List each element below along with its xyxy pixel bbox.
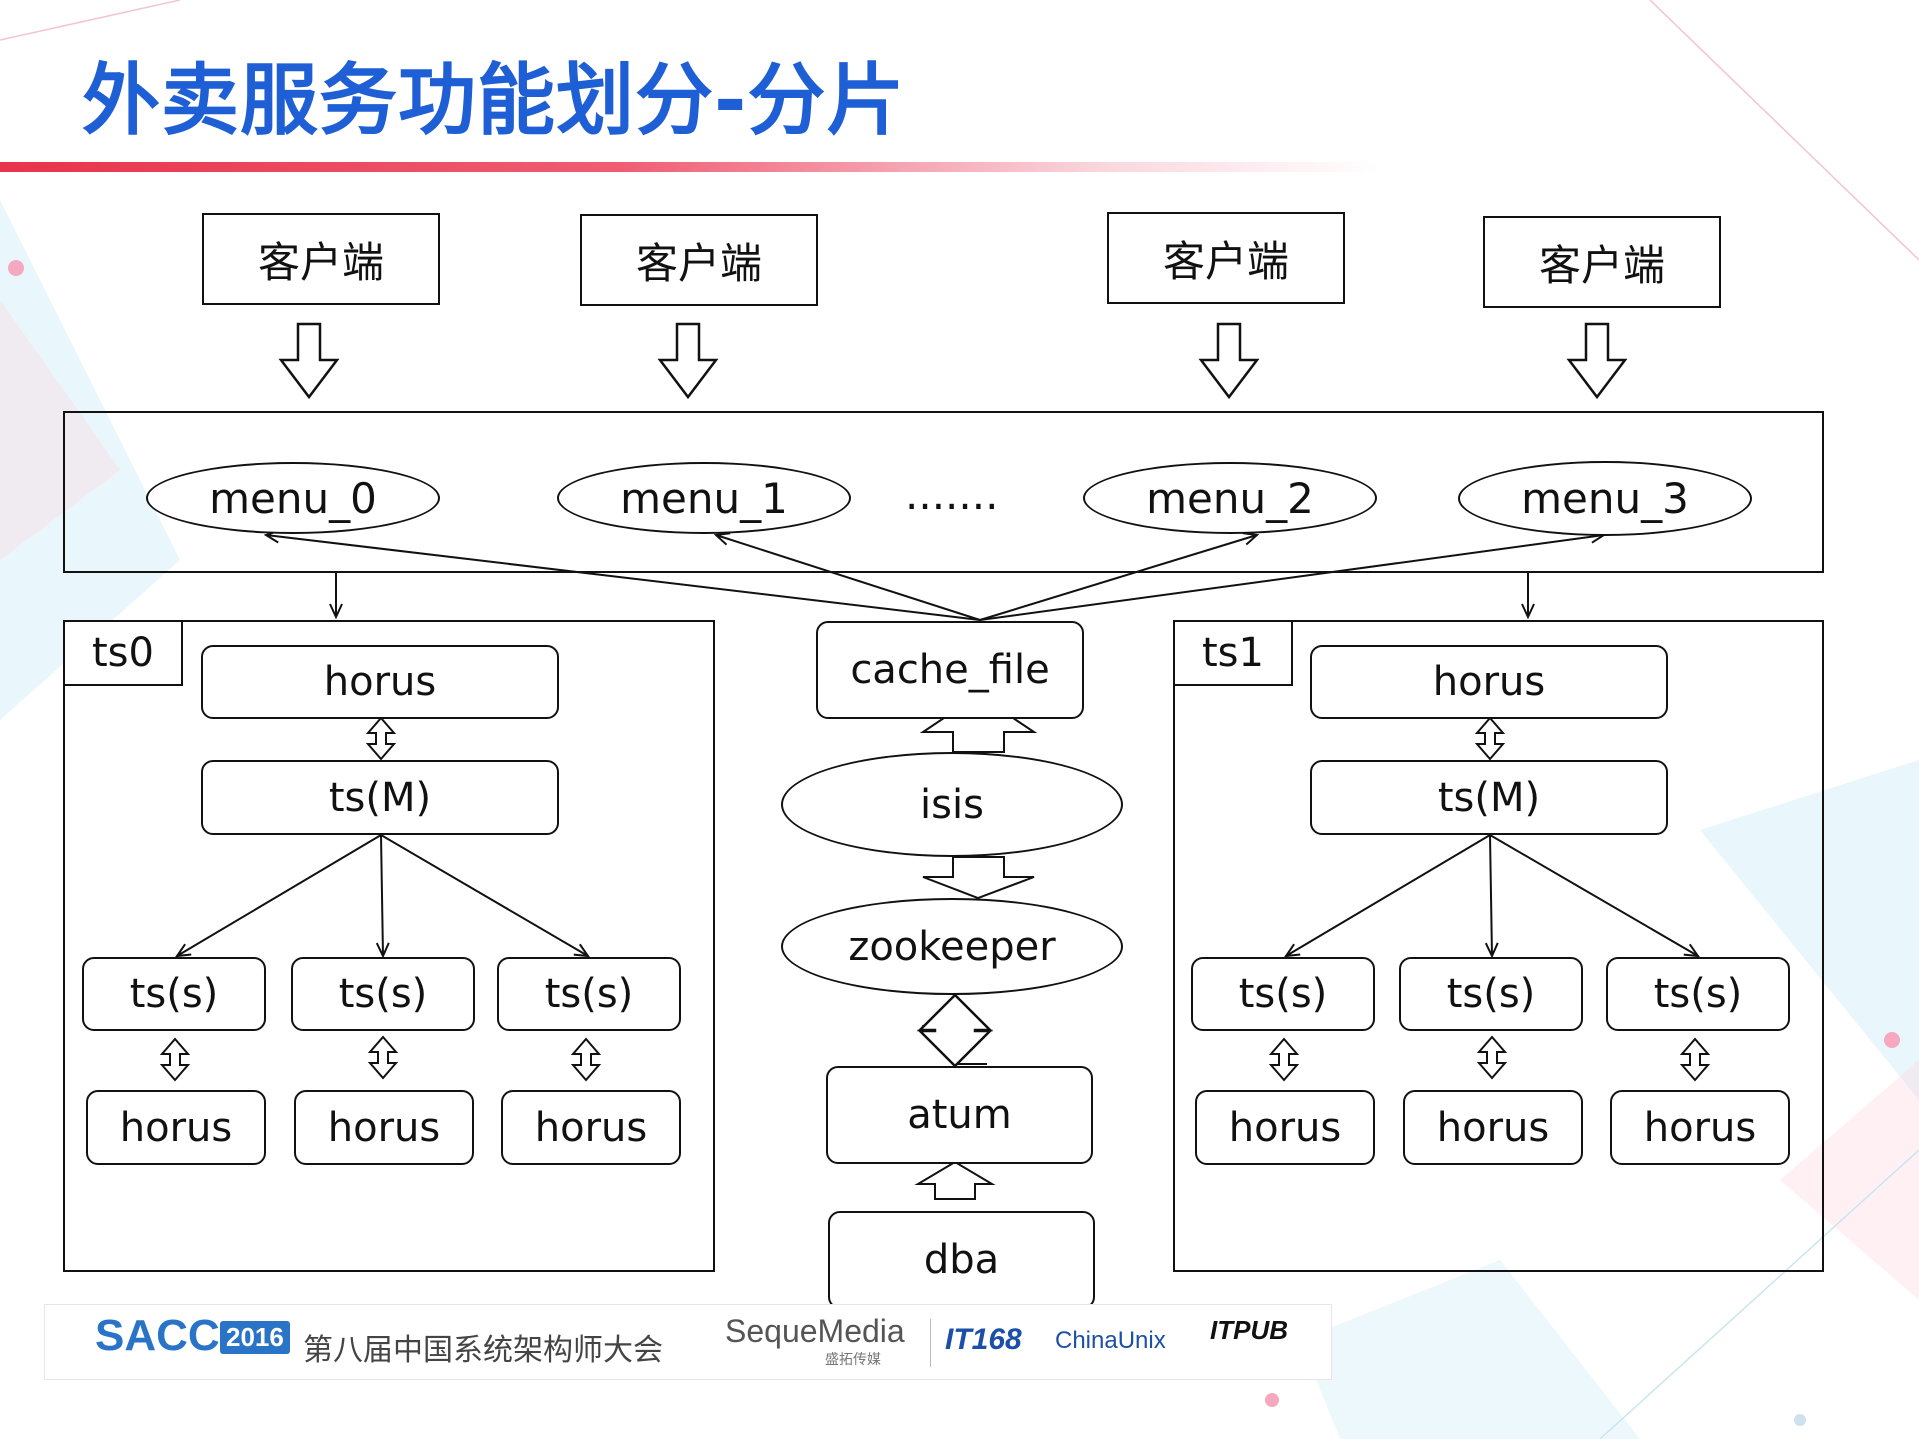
sacc-logo: SACC xyxy=(95,1311,220,1360)
shard-ts1-tag: ts1 xyxy=(1175,622,1293,686)
cache-to-menu1 xyxy=(716,535,981,621)
zookeeper-atum-bidir-arrow xyxy=(916,993,994,1068)
ts0-slave-1: ts(s) xyxy=(82,957,266,1031)
page-title: 外卖服务功能划分-分片 xyxy=(82,56,906,146)
sequemedia-logo: SequeMedia xyxy=(725,1313,905,1349)
ts1-slave-horus-arrow-3 xyxy=(1679,1037,1711,1082)
cache-to-menu2 xyxy=(979,535,1257,621)
ts0-slave-2: ts(s) xyxy=(291,957,475,1031)
menu-node-0: menu_0 xyxy=(146,462,440,534)
zookeeper-node: zookeeper xyxy=(781,898,1123,995)
ts0-horus: horus xyxy=(201,645,559,719)
ts0-horus-master-arrow xyxy=(365,716,397,761)
isis-to-zookeeper-arrow xyxy=(922,856,1035,900)
shard-ts0-box xyxy=(63,620,715,1272)
ts0-slave-3: ts(s) xyxy=(497,957,681,1031)
atum-node: atum xyxy=(826,1066,1093,1164)
ts0-slave-horus-arrow-1 xyxy=(159,1037,191,1082)
cache-file-node: cache_file xyxy=(816,621,1084,719)
title-underline xyxy=(0,162,1380,172)
atum-dba-arrow xyxy=(914,1160,996,1200)
ts1-slave-horus-arrow-1 xyxy=(1268,1037,1300,1082)
sequemedia-subtitle: 盛拓传媒 xyxy=(825,1352,881,1368)
ts1-slave-horus-2: horus xyxy=(1403,1090,1583,1165)
ts1-slave-1: ts(s) xyxy=(1191,957,1375,1031)
client-arrow-4 xyxy=(1566,322,1628,400)
ts1-master-to-slave-2 xyxy=(1490,834,1492,956)
cache-to-menu3 xyxy=(979,535,1604,621)
conference-name: 第八届中国系统架构师大会 xyxy=(303,1333,663,1368)
it168-logo: IT168 xyxy=(945,1323,1022,1356)
client-box-4: 客户端 xyxy=(1483,216,1721,308)
dba-node: dba xyxy=(828,1211,1095,1309)
ts0-slave-horus-2: horus xyxy=(294,1090,474,1165)
ts1-slave-3: ts(s) xyxy=(1606,957,1790,1031)
client-arrow-1 xyxy=(278,322,340,400)
shard-ts0-tag: ts0 xyxy=(65,622,183,686)
sponsor-footer: SACC 2016 第八届中国系统架构师大会 SequeMedia 盛拓传媒 I… xyxy=(44,1304,1332,1380)
ts0-master: ts(M) xyxy=(201,760,559,835)
ts1-horus-master-arrow xyxy=(1474,716,1506,761)
ts0-master-to-slave-2 xyxy=(381,834,383,956)
client-box-3: 客户端 xyxy=(1107,212,1345,304)
ts1-slave-horus-3: horus xyxy=(1610,1090,1790,1165)
footer-divider xyxy=(930,1319,931,1367)
ts0-master-to-slave-3 xyxy=(380,834,588,956)
ts1-horus: horus xyxy=(1310,645,1668,719)
ts1-master-to-slave-3 xyxy=(1489,834,1698,956)
itpub-logo: ITPUB xyxy=(1210,1315,1288,1345)
ts0-slave-horus-1: horus xyxy=(86,1090,266,1165)
ts0-master-to-slave-1 xyxy=(177,834,382,956)
menu-node-3: menu_3 xyxy=(1458,461,1752,536)
cache-to-menu0 xyxy=(266,535,981,621)
client-arrow-2 xyxy=(657,322,719,400)
shard-ts1-box xyxy=(1173,620,1824,1272)
client-arrow-3 xyxy=(1198,322,1260,400)
ts1-slave-2: ts(s) xyxy=(1399,957,1583,1031)
menu-ellipsis: ....... xyxy=(905,470,999,519)
ts1-master-to-slave-1 xyxy=(1286,834,1491,956)
client-box-1: 客户端 xyxy=(202,213,440,305)
client-box-2: 客户端 xyxy=(580,214,818,306)
menu-node-2: menu_2 xyxy=(1083,462,1377,534)
isis-node: isis xyxy=(781,752,1123,857)
ts1-slave-horus-arrow-2 xyxy=(1476,1035,1508,1080)
sacc-year-badge: 2016 xyxy=(220,1321,290,1354)
ts0-slave-horus-3: horus xyxy=(501,1090,681,1165)
ts1-slave-horus-1: horus xyxy=(1195,1090,1375,1165)
menu-node-1: menu_1 xyxy=(557,462,851,534)
ts1-master: ts(M) xyxy=(1310,760,1668,835)
ts0-slave-horus-arrow-3 xyxy=(570,1037,602,1082)
chinaunix-logo: ChinaUnix xyxy=(1055,1327,1166,1354)
ts0-slave-horus-arrow-2 xyxy=(367,1035,399,1080)
menu-layer-box xyxy=(63,411,1824,573)
